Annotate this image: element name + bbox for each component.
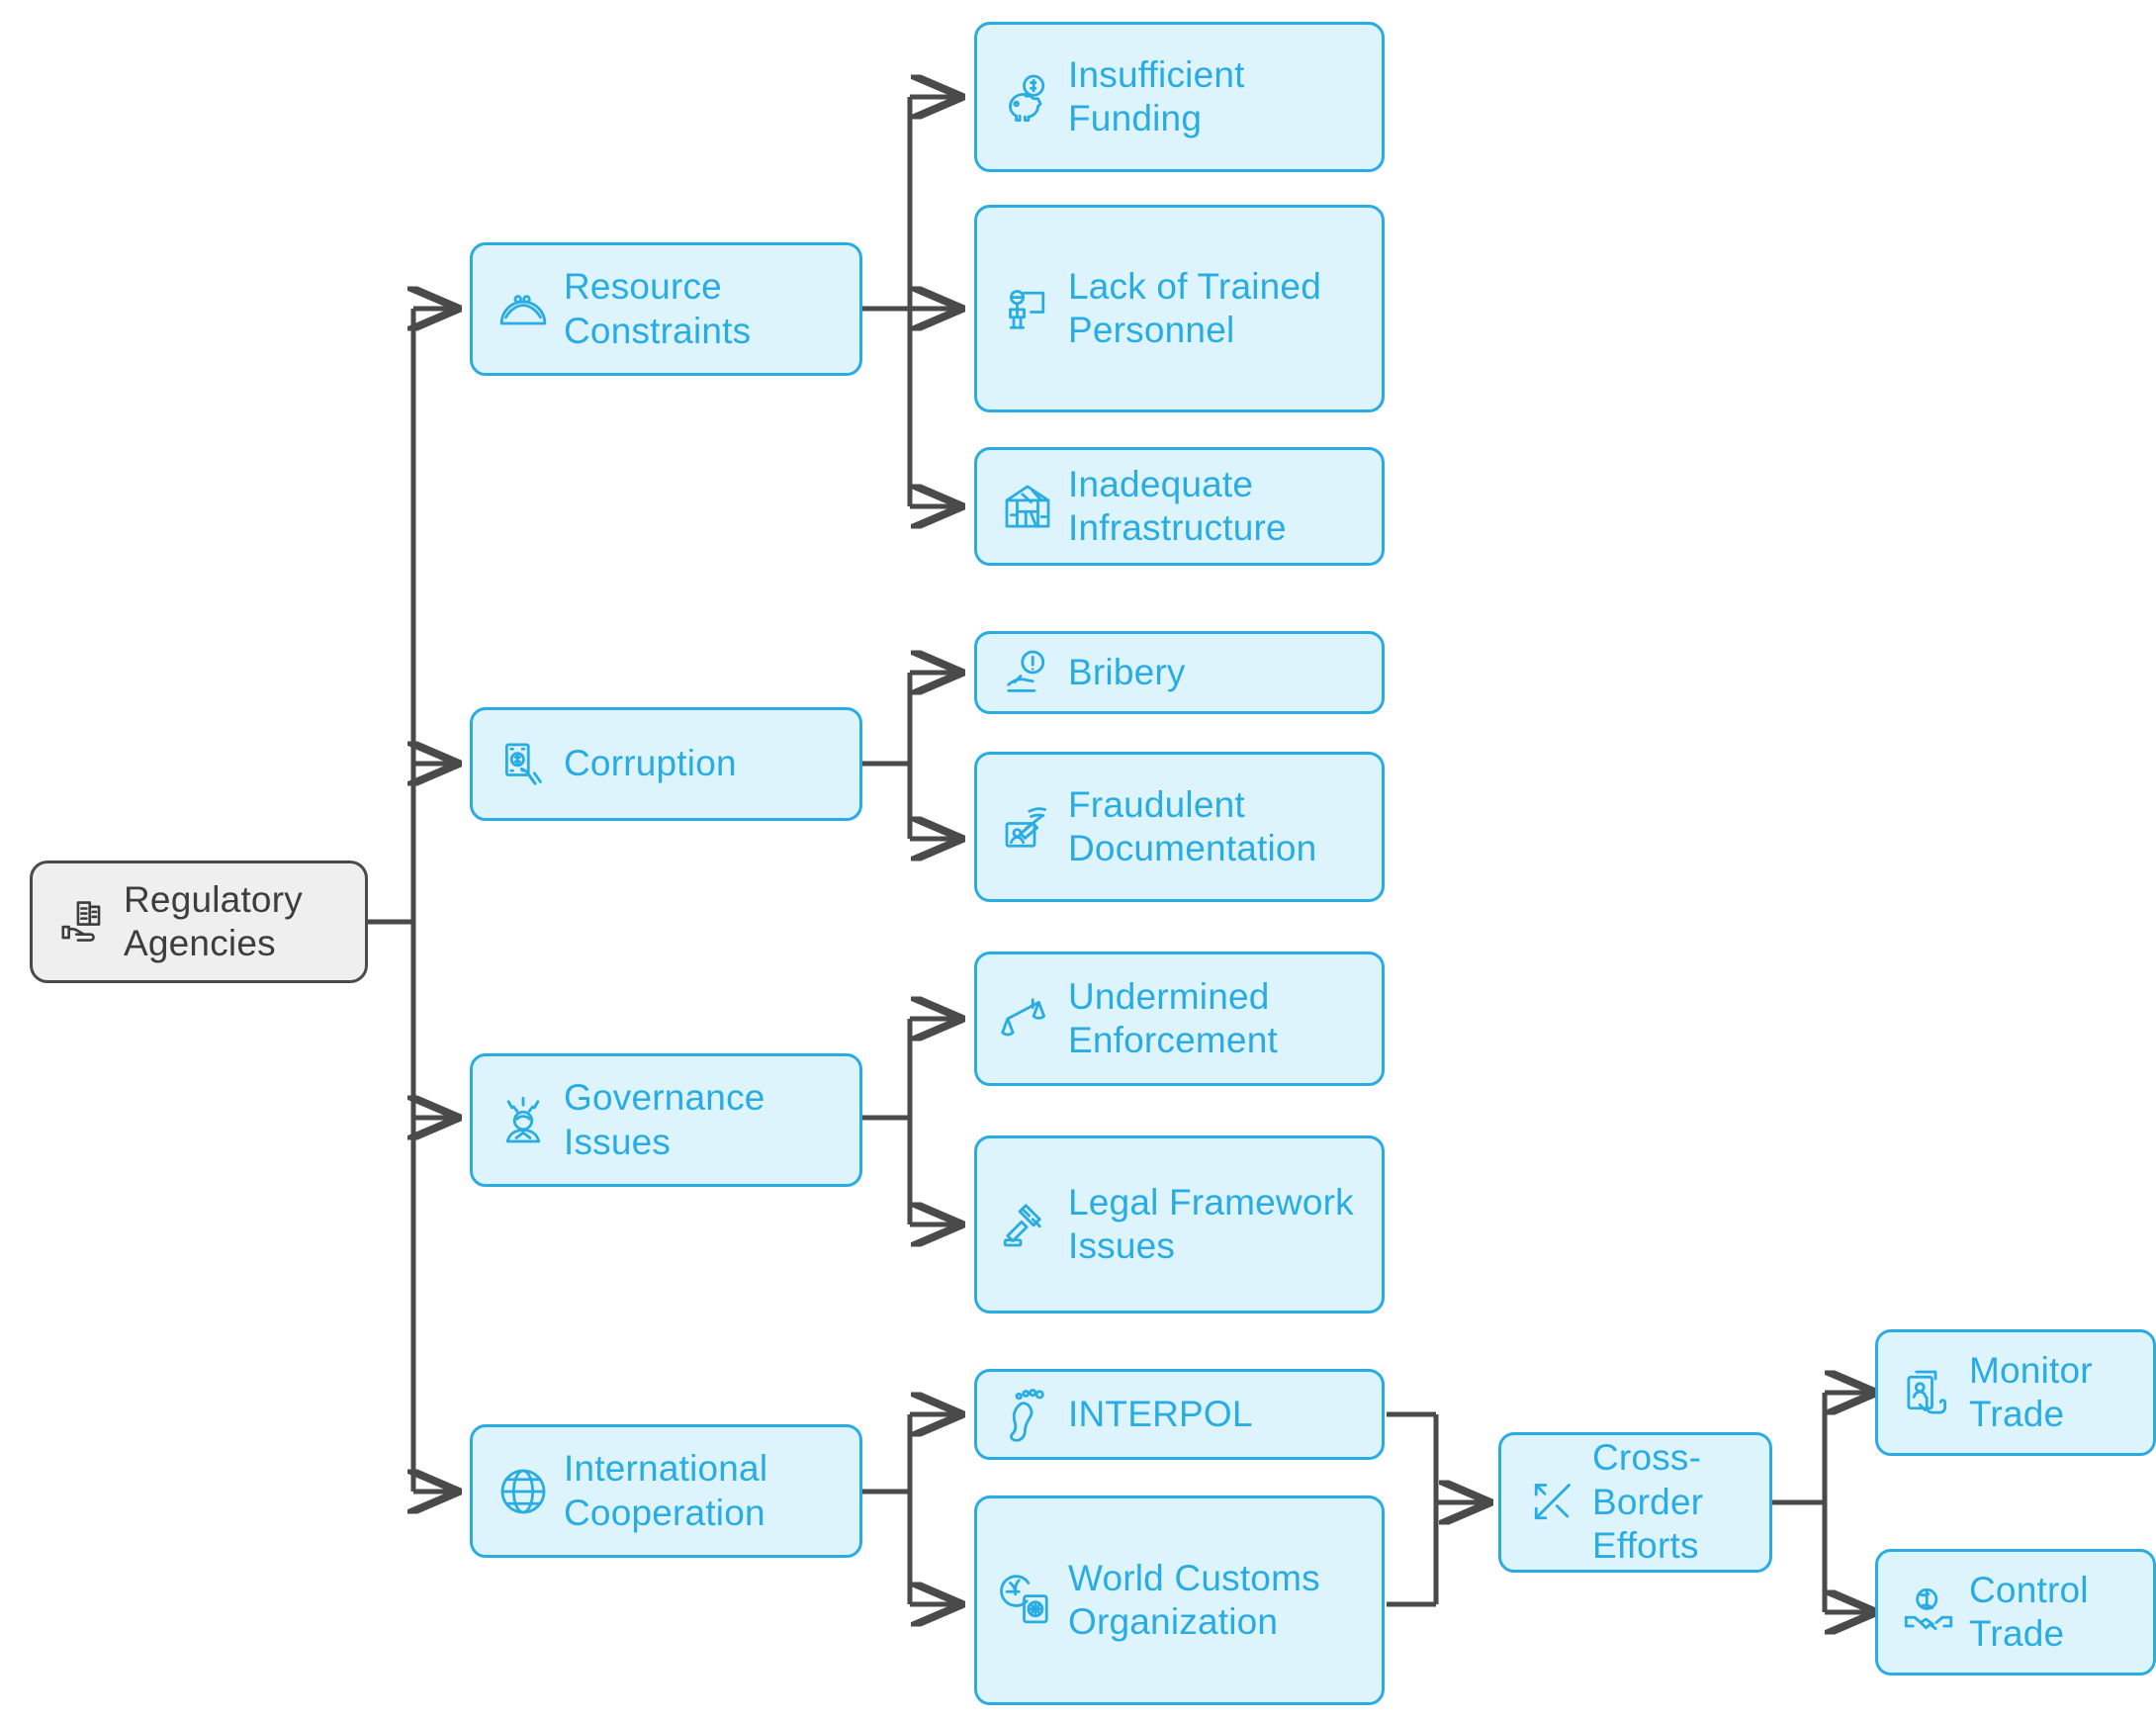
document-inspect-icon — [1898, 1362, 1959, 1423]
footprint-icon — [997, 1384, 1058, 1445]
node-label: Regulatory Agencies — [124, 878, 303, 963]
node-undermined-enforcement[interactable]: Undermined Enforcement — [974, 951, 1385, 1086]
unbalanced-scales-icon — [997, 988, 1058, 1049]
node-label: Governance Issues — [564, 1077, 765, 1162]
node-cross-border-efforts[interactable]: Cross-Border Efforts — [1498, 1432, 1772, 1573]
gavel-icon — [997, 1194, 1058, 1255]
node-lack-of-trained-personnel[interactable]: Lack of Trained Personnel — [974, 205, 1385, 412]
node-label: Bribery — [1068, 651, 1186, 692]
node-legal-framework-issues[interactable]: Legal Framework Issues — [974, 1135, 1385, 1313]
hand-holding-banknote-icon — [493, 734, 554, 795]
node-label: Inadequate Infrastructure — [1068, 463, 1287, 548]
node-insufficient-funding[interactable]: Insufficient Funding — [974, 22, 1385, 172]
coin-purse-icon — [493, 279, 554, 340]
node-label: Undermined Enforcement — [1068, 975, 1278, 1060]
node-world-customs-organization[interactable]: World Customs Organization — [974, 1495, 1385, 1705]
hand-passing-coin-icon — [997, 642, 1058, 703]
node-label: Insufficient Funding — [1068, 53, 1245, 138]
piggy-bank-icon — [997, 66, 1058, 128]
node-fraudulent-documentation[interactable]: Fraudulent Documentation — [974, 752, 1385, 902]
forged-document-icon — [997, 796, 1058, 858]
node-label: World Customs Organization — [1068, 1557, 1320, 1642]
node-monitor-trade[interactable]: Monitor Trade — [1875, 1329, 2156, 1456]
node-governance-issues[interactable]: Governance Issues — [470, 1053, 862, 1187]
node-label: Corruption — [564, 743, 737, 784]
globe-grid-icon — [493, 1461, 554, 1522]
crossing-arrows-icon — [1521, 1472, 1582, 1533]
stressed-person-icon — [493, 1090, 554, 1151]
node-corruption[interactable]: Corruption — [470, 707, 862, 821]
presenter-whiteboard-icon — [997, 278, 1058, 339]
node-label: Resource Constraints — [564, 266, 752, 351]
node-label: Lack of Trained Personnel — [1068, 265, 1321, 350]
globe-passport-icon — [997, 1570, 1058, 1631]
node-resource-constraints[interactable]: Resource Constraints — [470, 242, 862, 376]
node-label: INTERPOL — [1068, 1393, 1253, 1434]
node-inadequate-infrastructure[interactable]: Inadequate Infrastructure — [974, 447, 1385, 566]
node-label: International Cooperation — [564, 1448, 768, 1533]
node-label: Fraudulent Documentation — [1068, 783, 1317, 868]
node-label: Legal Framework Issues — [1068, 1181, 1354, 1266]
node-international-cooperation[interactable]: International Cooperation — [470, 1424, 862, 1558]
hand-holding-buildings-icon — [52, 891, 114, 952]
node-label: Cross-Border Efforts — [1592, 1437, 1704, 1567]
node-label: Control Trade — [1969, 1569, 2089, 1654]
node-regulatory-agencies[interactable]: Regulatory Agencies — [30, 860, 368, 983]
node-label: Monitor Trade — [1969, 1349, 2093, 1434]
node-bribery[interactable]: Bribery — [974, 631, 1385, 714]
damaged-building-icon — [997, 476, 1058, 537]
node-control-trade[interactable]: Control Trade — [1875, 1549, 2156, 1676]
handshake-globe-icon — [1898, 1582, 1959, 1643]
node-interpol[interactable]: INTERPOL — [974, 1369, 1385, 1460]
